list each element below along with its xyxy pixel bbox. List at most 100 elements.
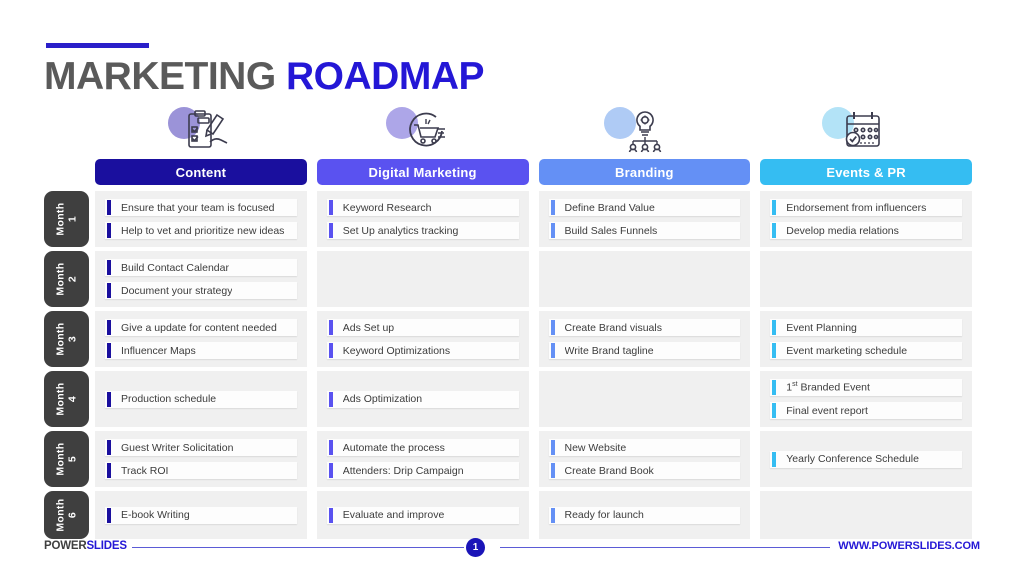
cell-m2-c4 (760, 251, 972, 307)
task-label: Ensure that your team is focused (121, 201, 275, 214)
task-item[interactable]: Influencer Maps (105, 342, 297, 359)
icon-wrap (166, 105, 244, 157)
footer-url[interactable]: WWW.POWERSLIDES.COM (838, 540, 980, 552)
task-accent-bar (772, 403, 777, 418)
task-item[interactable]: Ads Set up (326, 319, 519, 336)
task-item[interactable]: Ensure that your team is focused (105, 199, 297, 216)
task-item[interactable]: Write Brand tagline (548, 342, 741, 359)
icon-wrap (602, 105, 680, 157)
cell-m4-c1: Production schedule (95, 371, 307, 427)
task-label: Guest Writer Solicitation (121, 441, 234, 454)
task-accent-bar (328, 200, 333, 215)
task-item[interactable]: E-book Writing (105, 506, 297, 524)
task-item[interactable]: Define Brand Value (548, 199, 741, 216)
task-item[interactable]: Help to vet and prioritize new ideas (105, 222, 297, 239)
task-label: Ready for launch (564, 509, 644, 521)
task-label: Yearly Conference Schedule (786, 453, 919, 465)
task-item[interactable]: Set Up analytics tracking (326, 222, 519, 239)
task-accent-bar (107, 320, 111, 335)
cell-m2-c2 (316, 251, 529, 307)
column-header-digital-marketing[interactable]: Digital Marketing (316, 159, 529, 185)
task-accent-bar (772, 200, 777, 215)
column-header-branding[interactable]: Branding (538, 159, 751, 185)
task-item[interactable]: Track ROI (105, 462, 297, 479)
icon-wrap (820, 105, 898, 157)
cell-m6-c1: E-book Writing (95, 491, 307, 539)
task-accent-bar (772, 380, 777, 395)
task-item[interactable]: Ready for launch (548, 506, 741, 524)
task-label: Help to vet and prioritize new ideas (121, 224, 285, 237)
task-item[interactable]: Final event report (770, 402, 962, 419)
task-accent-bar (550, 320, 555, 335)
task-item[interactable]: 1st Branded Event (770, 379, 962, 396)
task-label: Endorsement from influencers (786, 201, 927, 214)
task-label: Production schedule (121, 393, 217, 405)
task-item[interactable]: Build Sales Funnels (548, 222, 741, 239)
task-item[interactable]: Automate the process (326, 439, 519, 456)
task-item[interactable]: Attenders: Drip Campaign (326, 462, 519, 479)
task-accent-bar (550, 507, 555, 523)
task-item[interactable]: Keyword Research (326, 199, 519, 216)
task-label: Final event report (786, 404, 868, 417)
task-item[interactable]: Yearly Conference Schedule (770, 450, 962, 468)
task-label: Define Brand Value (564, 201, 655, 214)
task-item[interactable]: Keyword Optimizations (326, 342, 519, 359)
task-item[interactable]: Document your strategy (105, 282, 297, 299)
task-item[interactable]: Event Planning (770, 319, 962, 336)
title-part-marketing: MARKETING (44, 55, 286, 98)
icon-background-circle (386, 107, 418, 139)
task-item[interactable]: Give a update for content needed (105, 319, 297, 336)
task-item[interactable]: Build Contact Calendar (105, 259, 297, 276)
title-accent-rule (46, 43, 149, 48)
task-item[interactable]: New Website (548, 439, 741, 456)
task-label: Keyword Optimizations (342, 344, 451, 357)
column-header-content[interactable]: Content (95, 159, 307, 185)
cell-m6-c4 (760, 491, 972, 539)
task-item[interactable]: Create Brand visuals (548, 319, 741, 336)
task-item[interactable]: Production schedule (105, 390, 297, 408)
task-item[interactable]: Create Brand Book (548, 462, 741, 479)
task-item[interactable]: Guest Writer Solicitation (105, 439, 297, 456)
task-accent-bar (107, 223, 111, 238)
task-item[interactable]: Event marketing schedule (770, 342, 962, 359)
task-item[interactable]: Ads Optimization (326, 390, 519, 408)
cell-m6-c3: Ready for launch (538, 491, 751, 539)
cell-m4-c3 (538, 371, 751, 427)
task-item[interactable]: Endorsement from influencers (770, 199, 962, 216)
task-label: Evaluate and improve (342, 509, 445, 521)
column-headers: Content Digital Marketing Branding Events &… (95, 159, 972, 185)
task-label: Write Brand tagline (564, 344, 654, 357)
task-item[interactable]: Develop media relations (770, 222, 962, 239)
task-label: Influencer Maps (121, 344, 196, 357)
task-label: Event marketing schedule (786, 344, 908, 357)
column-icons-row (0, 103, 1024, 159)
task-accent-bar (772, 343, 777, 358)
footer-rule-left (132, 547, 464, 549)
task-item[interactable]: Evaluate and improve (326, 506, 519, 524)
column-header-events-pr[interactable]: Events & PR (760, 159, 972, 185)
